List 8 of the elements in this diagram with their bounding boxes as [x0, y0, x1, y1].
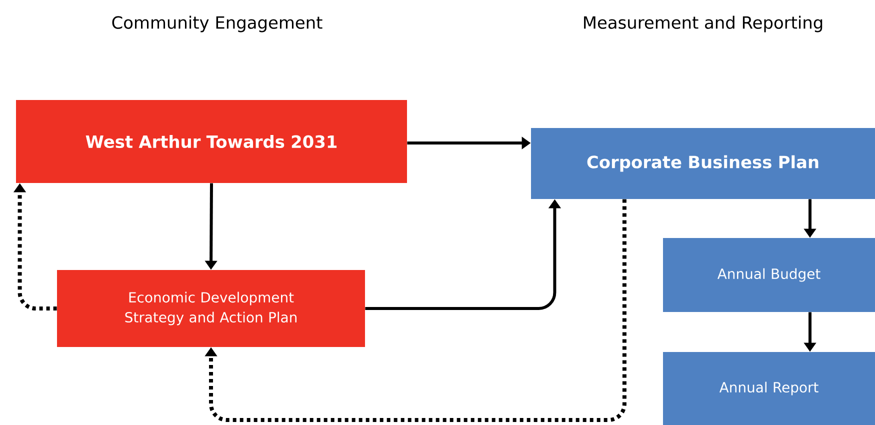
column-heading: Measurement and Reporting	[584, 16, 822, 32]
process-box: Annual Budget	[663, 238, 875, 312]
column-heading: Community Engagement	[112, 16, 322, 32]
dotted-arrow	[204, 199, 626, 422]
heading-box: West Arthur Towards 2031	[16, 100, 407, 183]
process-box: Annual Report	[663, 352, 875, 425]
heading-box: Corporate Business Plan	[531, 128, 875, 199]
process-box: Economic Development Strategy and Action Plan	[57, 270, 365, 347]
